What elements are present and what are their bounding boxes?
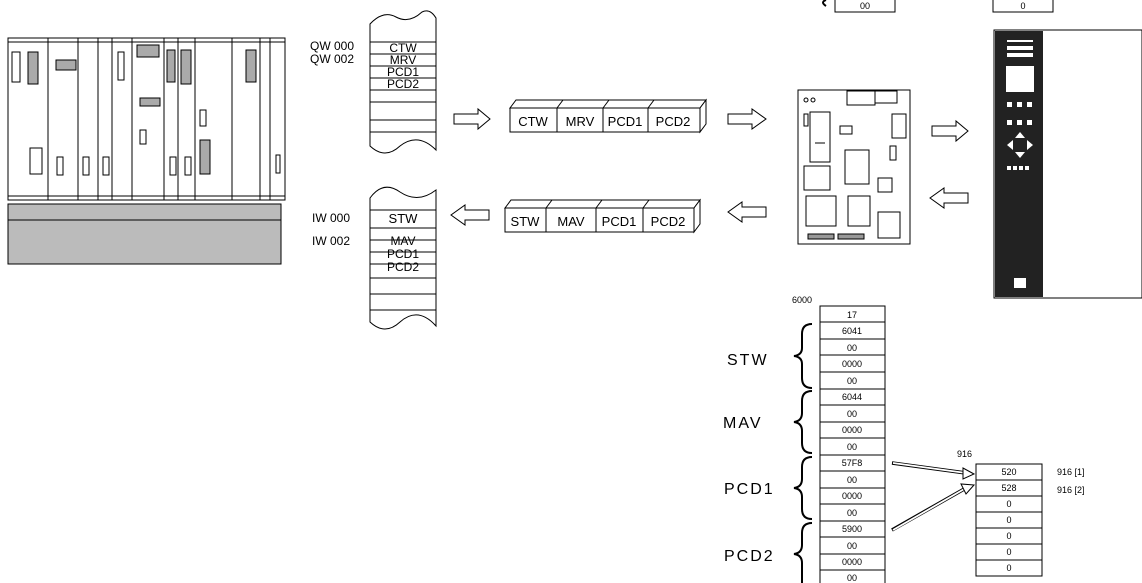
arrow-right-icon (931, 119, 969, 143)
memory-cell: 00 (847, 442, 857, 452)
memory-cell: 57F8 (842, 458, 863, 468)
group-label-stw: STW (727, 352, 769, 369)
telegram-in-word: PCD2 (651, 214, 686, 229)
telegram-out-word: MRV (566, 114, 595, 129)
arrow-head-icon (962, 467, 976, 480)
memory-cell: 5900 (842, 524, 862, 534)
memory-map (819, 305, 886, 583)
memory-cell-values: 17 6041 00 0000 00 6044 00 0000 00 57F8 … (842, 310, 863, 583)
group-label-pcd2: PCD2 (724, 548, 775, 565)
memory-start-address: 6000 (792, 295, 812, 305)
plc-rack (7, 37, 286, 265)
brace-icon (793, 390, 813, 454)
arrow-right-icon (453, 107, 491, 131)
telegram-in-word: MAV (557, 214, 585, 229)
plc-out-word: PCD2 (387, 77, 419, 91)
memory-cell: 00 (847, 376, 857, 386)
telegram-in (504, 198, 701, 234)
param-916-cell: 0 (1006, 563, 1011, 573)
param-916-cell: 0 (1006, 515, 1011, 525)
top-partial-cells (822, 0, 1054, 13)
arrow-left-icon (450, 204, 490, 226)
param-916-index-2: 916 [2] (1057, 485, 1085, 495)
mapping-arrows (891, 461, 967, 532)
outline-arrows (450, 107, 969, 226)
drive-front-panel (993, 29, 1142, 299)
memory-cell: 00 (847, 573, 857, 583)
memory-cell: 00 (847, 475, 857, 485)
iw002-label: IW 002 (312, 234, 350, 248)
arrow-left-icon (929, 187, 969, 209)
plc-input-table (369, 186, 437, 330)
option-card (797, 89, 911, 245)
memory-cell: 17 (847, 310, 857, 320)
memory-cell: 6041 (842, 326, 862, 336)
arrow-right-icon (727, 108, 767, 130)
plc-out-word: PCD1 (387, 65, 419, 79)
memory-cell: 0000 (842, 557, 862, 567)
telegram-out-word: PCD2 (656, 114, 691, 129)
memory-cell: 00 (847, 343, 857, 353)
param-916-index-1: 916 [1] (1057, 467, 1085, 477)
param-916-title: 916 (957, 449, 972, 459)
plc-output-table (369, 10, 437, 154)
brace-icon (793, 456, 813, 520)
param-916-table (975, 463, 1043, 577)
memory-cell: 6044 (842, 392, 862, 402)
top-partial-right: 0 (1020, 1, 1025, 11)
group-label-mav: MAV (723, 415, 762, 432)
arrow-left-icon (727, 201, 767, 223)
memory-cell: 00 (847, 409, 857, 419)
plc-in-word: PCD2 (387, 260, 419, 274)
telegram-out-word: CTW (518, 114, 548, 129)
plc-in-word: PCD1 (387, 247, 419, 261)
param-916-cell: 0 (1006, 531, 1011, 541)
memory-cell: 0000 (842, 425, 862, 435)
memory-braces (793, 323, 813, 583)
plc-out-word: MRV (390, 53, 416, 67)
memory-cell: 0000 (842, 491, 862, 501)
iw000-label: IW 000 (312, 211, 350, 225)
brace-icon (793, 522, 813, 583)
memory-cell: 00 (847, 541, 857, 551)
qw002-label: QW 002 (310, 52, 354, 66)
arrow-head-icon (960, 483, 976, 495)
top-partial-left: 00 (860, 1, 870, 11)
param-916-cell: 528 (1001, 483, 1016, 493)
memory-cell: 0000 (842, 359, 862, 369)
telegram-out-word: PCD1 (608, 114, 643, 129)
telegram-out (509, 98, 707, 134)
telegram-in-word: PCD1 (602, 214, 637, 229)
telegram-in-word: STW (511, 214, 541, 229)
plc-out-word: CTW (389, 41, 417, 55)
group-label-pcd1: PCD1 (724, 481, 775, 498)
plc-in-word: MAV (390, 234, 415, 248)
plc-in-word: STW (389, 211, 419, 226)
memory-cell: 00 (847, 508, 857, 518)
param-916-cell: 0 (1006, 547, 1011, 557)
param-916-cell: 520 (1001, 467, 1016, 477)
qw000-label: QW 000 (310, 39, 354, 53)
brace-icon (793, 323, 813, 389)
param-916-cell: 0 (1006, 499, 1011, 509)
